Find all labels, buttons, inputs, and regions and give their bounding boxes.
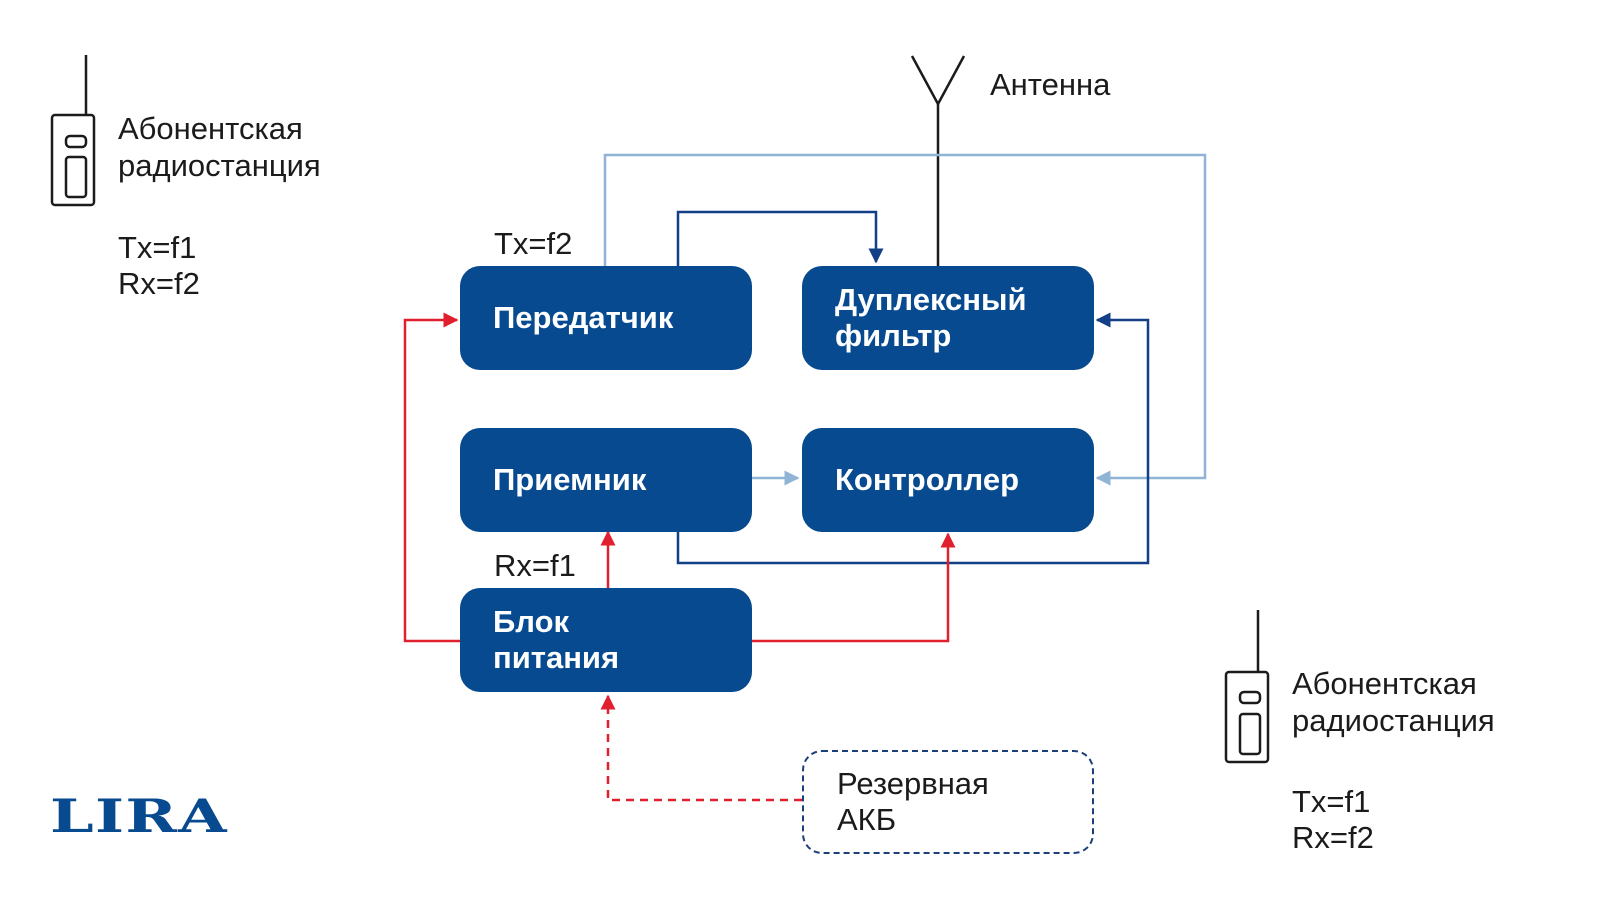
station-left-title-line1: Абонентская bbox=[118, 111, 303, 146]
tx-frequency-label: Tx=f2 bbox=[494, 226, 573, 261]
antenna-label: Антенна bbox=[990, 67, 1111, 102]
receiver-label: Приемник bbox=[493, 462, 647, 497]
transmitter-block: Передатчик bbox=[460, 266, 752, 370]
antenna-icon bbox=[910, 55, 966, 268]
station-right-title-line2: радиостанция bbox=[1292, 703, 1495, 738]
controller-label: Контроллер bbox=[835, 462, 1020, 497]
power-supply-label-line1: Блок bbox=[493, 604, 570, 639]
line-transmitter-duplex bbox=[676, 210, 884, 266]
lira-logo: LIRA bbox=[50, 789, 228, 843]
controller-block: Контроллер bbox=[802, 428, 1094, 532]
battery-line-power bbox=[600, 694, 802, 802]
station-right-tx: Tx=f1 bbox=[1292, 784, 1371, 819]
power-supply-label-line2: питания bbox=[493, 640, 620, 675]
rx-frequency-label: Rx=f1 bbox=[494, 548, 576, 583]
duplex-filter-block: Дуплексный фильтр bbox=[802, 266, 1094, 370]
radio-station-icon-left bbox=[50, 55, 96, 207]
duplex-filter-label-line2: фильтр bbox=[835, 318, 952, 353]
backup-battery-label-line2: АКБ bbox=[837, 802, 897, 837]
station-right-title-line1: Абонентская bbox=[1292, 666, 1477, 701]
station-left-tx: Tx=f1 bbox=[118, 230, 197, 265]
backup-battery-label-line1: Резервная bbox=[837, 766, 989, 801]
power-line-controller bbox=[752, 532, 956, 643]
radio-station-icon-right bbox=[1224, 610, 1270, 764]
line-transmitter-controller bbox=[603, 153, 1207, 486]
station-right-rx: Rx=f2 bbox=[1292, 820, 1374, 855]
receiver-block: Приемник bbox=[460, 428, 752, 532]
station-left-rx: Rx=f2 bbox=[118, 266, 200, 301]
station-left-title-line2: радиостанция bbox=[118, 148, 321, 183]
power-line-transmitter bbox=[403, 312, 460, 643]
transmitter-label: Передатчик bbox=[493, 300, 674, 335]
backup-battery-block: Резервная АКБ bbox=[802, 750, 1094, 854]
line-receiver-duplex bbox=[676, 312, 1150, 565]
duplex-filter-label-line1: Дуплексный bbox=[835, 282, 1027, 317]
power-supply-block: Блок питания bbox=[460, 588, 752, 692]
